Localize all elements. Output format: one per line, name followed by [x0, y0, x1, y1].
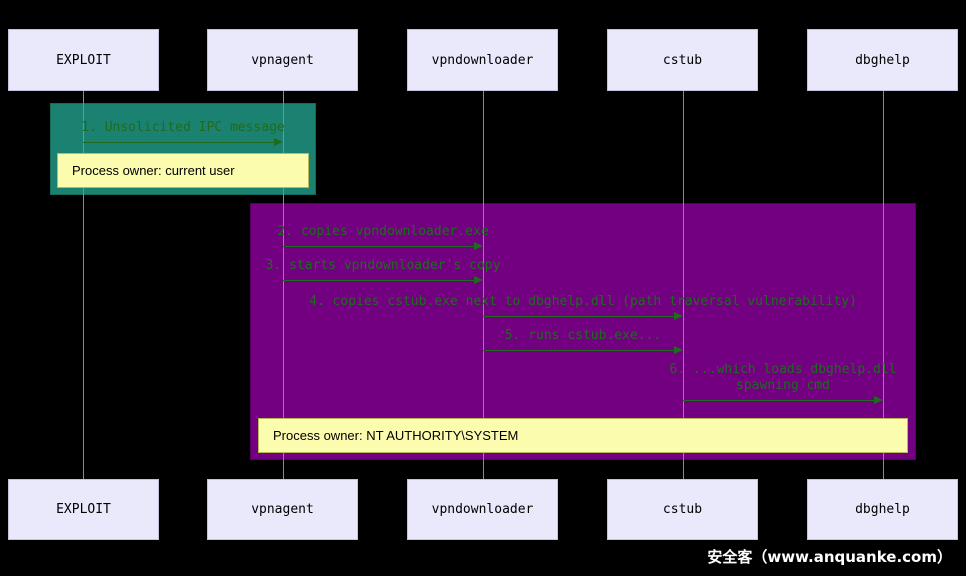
arrow-line: [483, 350, 680, 351]
participant-dbghelp-top: dbghelp: [807, 29, 958, 91]
arrow-line: [283, 246, 480, 247]
note-text: Process owner: NT AUTHORITY\SYSTEM: [273, 428, 519, 443]
lifeline-vpndownloader: [483, 91, 484, 479]
message-3-arrow: [283, 276, 483, 285]
participant-label: dbghelp: [855, 52, 910, 68]
participant-label: vpndownloader: [431, 52, 534, 68]
message-4-arrow: [483, 312, 683, 321]
lifeline-cstub: [683, 91, 684, 479]
participant-exploit-bottom: EXPLOIT: [8, 479, 159, 540]
message-2-label: 2. copies vpndownloader.exe: [277, 224, 489, 239]
message-6-arrow: [683, 396, 883, 405]
message-4-label: 4. copies cstub.exe next to dbghelp.dll …: [309, 294, 857, 309]
arrowhead-right-icon: [674, 312, 683, 320]
participant-vpnagent-top: vpnagent: [207, 29, 358, 91]
message-4: 4. copies cstub.exe next to dbghelp.dll …: [309, 294, 857, 321]
participant-label: vpnagent: [251, 52, 314, 68]
participant-exploit-top: EXPLOIT: [8, 29, 159, 91]
participant-label: dbghelp: [855, 502, 910, 517]
message-5-label: 5. runs cstub.exe...: [504, 328, 662, 343]
message-6-label-line1: 6. ...which loads dbghelp.dll: [669, 362, 897, 377]
note-text: Process owner: current user: [72, 163, 235, 178]
participant-vpndownloader-top: vpndownloader: [407, 29, 558, 91]
message-1-label: 1. Unsolicited IPC message: [81, 120, 285, 135]
arrowhead-right-icon: [474, 242, 483, 250]
arrowhead-right-icon: [674, 346, 683, 354]
arrow-line: [683, 400, 880, 401]
participant-cstub-bottom: cstub: [607, 479, 758, 540]
message-6: 6. ...which loads dbghelp.dll spawning c…: [669, 362, 897, 405]
message-2-arrow: [283, 242, 483, 251]
arrow-line: [83, 142, 280, 143]
message-5-arrow: [483, 346, 683, 355]
group-box-system: [250, 203, 916, 460]
participant-dbghelp-bottom: dbghelp: [807, 479, 958, 540]
message-1-arrow: [83, 138, 283, 147]
participant-label: cstub: [662, 502, 703, 517]
arrowhead-right-icon: [874, 396, 883, 404]
message-3: 3. starts vpndownloader's copy: [265, 258, 501, 285]
message-3-label: 3. starts vpndownloader's copy: [265, 258, 501, 273]
arrowhead-right-icon: [274, 138, 283, 146]
participant-label: vpnagent: [251, 502, 314, 517]
arrow-line: [483, 316, 680, 317]
participant-label: EXPLOIT: [56, 52, 111, 68]
message-2: 2. copies vpndownloader.exe: [277, 224, 489, 251]
note-process-owner-system: Process owner: NT AUTHORITY\SYSTEM: [258, 418, 908, 453]
participant-label: vpndownloader: [431, 502, 534, 517]
participant-label: EXPLOIT: [56, 502, 111, 517]
message-1: 1. Unsolicited IPC message: [81, 120, 285, 147]
message-6-label-line2: spawning cmd: [736, 378, 830, 393]
arrowhead-right-icon: [474, 276, 483, 284]
lifeline-vpnagent: [283, 91, 284, 479]
anquanke-watermark: 安全客（www.anquanke.com）: [707, 548, 952, 566]
participant-label: cstub: [662, 52, 703, 68]
lifeline-dbghelp: [883, 91, 884, 479]
participant-vpnagent-bottom: vpnagent: [207, 479, 358, 540]
participant-vpndownloader-bottom: vpndownloader: [407, 479, 558, 540]
arrow-line: [283, 280, 480, 281]
participant-cstub-top: cstub: [607, 29, 758, 91]
note-process-owner-current-user: Process owner: current user: [57, 153, 309, 188]
message-5: 5. runs cstub.exe...: [483, 328, 683, 355]
lifeline-exploit: [83, 91, 84, 479]
